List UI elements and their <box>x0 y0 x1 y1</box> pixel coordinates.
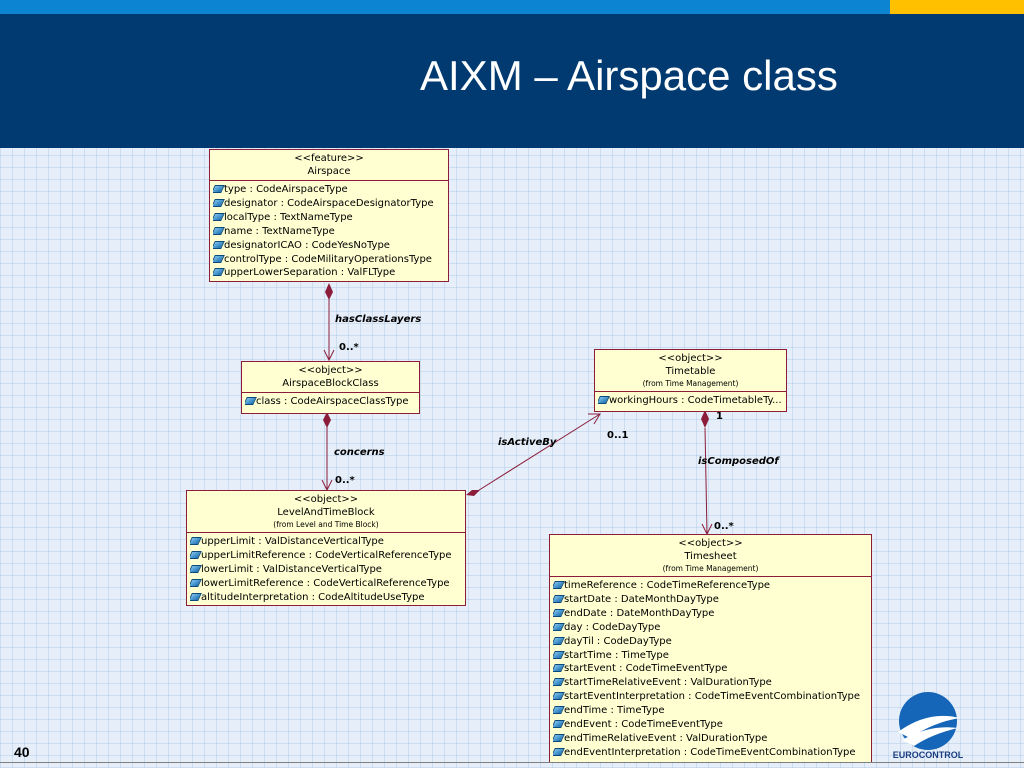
attribute: workingHours : CodeTimetableTy... <box>598 394 784 408</box>
class-level-and-time-block[interactable]: <<object>> LevelAndTimeBlock (from Level… <box>186 490 466 606</box>
package-note: (from Time Management) <box>642 379 739 388</box>
attribute: startEventInterpretation : CodeTimeEvent… <box>553 690 869 704</box>
composition-diamond-block <box>323 412 331 428</box>
attribute: endEvent : CodeTimeEventType <box>553 718 869 732</box>
mult-has-class-layers: 0..* <box>339 342 359 353</box>
link-is-active-by <box>475 413 601 493</box>
attribute: endEventInterpretation : CodeTimeEventCo… <box>553 746 869 760</box>
attribute: upperLimitReference : CodeVerticalRefere… <box>190 549 463 563</box>
attribute: designator : CodeAirspaceDesignatorType <box>213 197 446 211</box>
class-timetable[interactable]: <<object>> Timetable (from Time Manageme… <box>594 349 787 412</box>
attribute-list: type : CodeAirspaceType designator : Cod… <box>210 181 448 281</box>
attribute: upperLimit : ValDistanceVerticalType <box>190 535 463 549</box>
attribute: startTime : TimeType <box>553 649 869 663</box>
label-concerns: concerns <box>334 447 385 458</box>
attribute: controlType : CodeMilitaryOperationsType <box>213 253 446 267</box>
stereotype: <<object>> <box>658 353 723 364</box>
attribute-list: class : CodeAirspaceClassType <box>242 393 419 410</box>
attribute: localType : TextNameType <box>213 211 446 225</box>
mult-concerns: 0..* <box>335 475 355 486</box>
top-accent-stripe <box>890 0 1024 14</box>
label-has-class-layers: hasClassLayers <box>335 314 422 325</box>
eurocontrol-logo-icon <box>898 692 960 750</box>
class-header: <<object>> LevelAndTimeBlock (from Level… <box>187 491 465 533</box>
class-name: AirspaceBlockClass <box>282 378 379 389</box>
slide-header <box>0 14 1024 148</box>
stereotype: <<object>> <box>293 494 359 505</box>
composition-diamond-timetable <box>701 410 709 428</box>
class-airspace[interactable]: <<feature>> Airspace type : CodeAirspace… <box>209 149 449 282</box>
stereotype: <<feature>> <box>294 153 364 164</box>
package-note: (from Time Management) <box>662 564 759 573</box>
mult-is-composed-of-source: 1 <box>716 411 723 422</box>
attribute: type : CodeAirspaceType <box>213 183 446 197</box>
attribute: lowerLimitReference : CodeVerticalRefere… <box>190 577 463 591</box>
attribute: class : CodeAirspaceClassType <box>245 395 417 409</box>
composition-diamond-level <box>466 490 480 496</box>
stereotype: <<object>> <box>678 538 743 549</box>
attribute: timeReference : CodeTimeReferenceType <box>553 579 869 593</box>
arrowhead-is-active-by <box>588 413 601 425</box>
attribute: altitudeInterpretation : CodeAltitudeUse… <box>190 591 463 605</box>
class-name: Timetable <box>665 366 716 377</box>
attribute-list: timeReference : CodeTimeReferenceType st… <box>550 577 871 761</box>
class-header: <<object>> Timetable (from Time Manageme… <box>595 350 786 392</box>
class-header: <<feature>> Airspace <box>210 150 448 181</box>
attribute: day : CodeDayType <box>553 621 869 635</box>
composition-diamond-airspace <box>325 283 333 300</box>
attribute: endTime : TimeType <box>553 704 869 718</box>
attribute-list: upperLimit : ValDistanceVerticalType upp… <box>187 533 465 606</box>
attribute: lowerLimit : ValDistanceVerticalType <box>190 563 463 577</box>
slide-title: AIXM – Airspace class <box>420 52 838 99</box>
diagram-canvas <box>0 148 1024 768</box>
logo-text: EUROCONTROL <box>892 750 964 760</box>
page-number: 40 <box>14 744 30 760</box>
attribute: startTimeRelativeEvent : ValDurationType <box>553 676 869 690</box>
attribute: startEvent : CodeTimeEventType <box>553 662 869 676</box>
attribute: upperLowerSeparation : ValFLType <box>213 266 446 280</box>
link-is-composed-of <box>704 427 708 535</box>
mult-is-composed-of-target: 0..* <box>714 521 734 532</box>
label-is-composed-of: isComposedOf <box>698 456 779 467</box>
top-stripe <box>0 0 890 14</box>
class-timesheet[interactable]: <<object>> Timesheet (from Time Manageme… <box>549 534 872 763</box>
attribute: dayTil : CodeDayType <box>553 635 869 649</box>
attribute: endTimeRelativeEvent : ValDurationType <box>553 732 869 746</box>
attribute: endDate : DateMonthDayType <box>553 607 869 621</box>
package-note: (from Level and Time Block) <box>273 520 379 529</box>
class-airspace-block-class[interactable]: <<object>> AirspaceBlockClass class : Co… <box>241 361 420 414</box>
attribute-list: workingHours : CodeTimetableTy... <box>595 392 786 409</box>
attribute: name : TextNameType <box>213 225 446 239</box>
class-name: Timesheet <box>684 551 737 562</box>
class-header: <<object>> Timesheet (from Time Manageme… <box>550 535 871 577</box>
label-is-active-by: isActiveBy <box>498 437 557 448</box>
stereotype: <<object>> <box>298 365 363 376</box>
mult-is-active-by: 0..1 <box>607 430 629 441</box>
arrowhead-has-class-layers <box>323 349 335 362</box>
footer-line <box>0 762 1024 763</box>
attribute: designatorICAO : CodeYesNoType <box>213 239 446 253</box>
class-header: <<object>> AirspaceBlockClass <box>242 362 419 393</box>
class-name: Airspace <box>307 166 351 177</box>
attribute: startDate : DateMonthDayType <box>553 593 869 607</box>
class-name: LevelAndTimeBlock <box>277 507 375 518</box>
